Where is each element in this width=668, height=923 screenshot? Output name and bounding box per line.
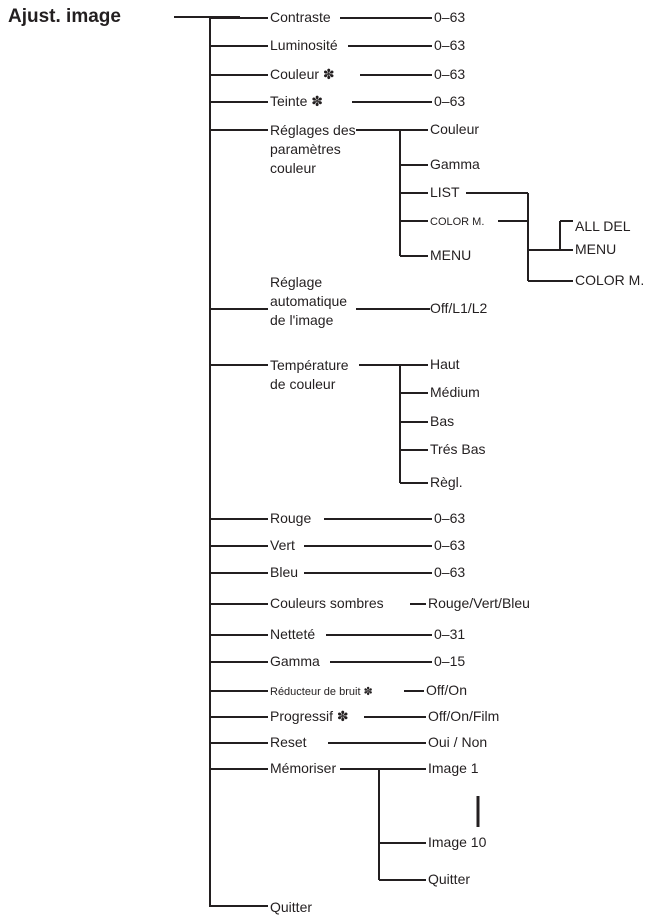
list-menu: MENU bbox=[575, 241, 617, 257]
label-luminosite: Luminosité bbox=[270, 37, 338, 53]
label-reset: Reset bbox=[270, 734, 307, 750]
label-bruit: Réducteur de bruit ✽ bbox=[270, 686, 373, 698]
label-vert: Vert bbox=[270, 537, 295, 553]
label-rouge: Rouge bbox=[270, 510, 312, 526]
value-teinte: 0–63 bbox=[434, 93, 466, 109]
value-auto: Off/L1/L2 bbox=[430, 300, 488, 316]
value-luminosite: 0–63 bbox=[434, 37, 466, 53]
menu-title: Ajust. image bbox=[8, 6, 121, 27]
value-bleu: 0–63 bbox=[434, 564, 466, 580]
value-gamma: 0–15 bbox=[434, 653, 466, 669]
label-memoriser: Mémoriser bbox=[270, 760, 337, 776]
label-gamma: Gamma bbox=[270, 653, 320, 669]
value-rouge: 0–63 bbox=[434, 510, 466, 526]
temperature-haut: Haut bbox=[430, 356, 460, 372]
label-progressif: Progressif ✽ bbox=[270, 708, 349, 724]
value-vert: 0–63 bbox=[434, 537, 466, 553]
value-couleur: 0–63 bbox=[434, 66, 466, 82]
memoriser-image-1: Image 1 bbox=[428, 760, 479, 776]
reglages-gamma: Gamma bbox=[430, 156, 480, 172]
label-couleur: Couleur ✽ bbox=[270, 66, 335, 82]
memoriser-image-10: Image 10 bbox=[428, 834, 487, 850]
value-progressif: Off/On/Film bbox=[428, 708, 500, 724]
temperature-bas: Bas bbox=[430, 413, 455, 429]
label-temperature: Température de couleur bbox=[270, 357, 349, 392]
label-nettete: Netteté bbox=[270, 626, 316, 642]
value-reset: Oui / Non bbox=[428, 734, 488, 750]
temperature-tres-bas: Trés Bas bbox=[430, 441, 486, 457]
label-contraste: Contraste bbox=[270, 9, 331, 25]
label-bleu: Bleu bbox=[270, 564, 299, 580]
label-auto: Réglage automatique de l'image bbox=[270, 274, 348, 328]
temperature-regl: Règl. bbox=[430, 474, 463, 490]
temperature-medium: Médium bbox=[430, 384, 480, 400]
list-color-m: COLOR M. bbox=[575, 272, 645, 288]
reglages-color-m: COLOR M. bbox=[430, 216, 485, 228]
reglages-couleur: Couleur bbox=[430, 121, 480, 137]
value-contraste: 0–63 bbox=[434, 9, 466, 25]
reglages-menu: MENU bbox=[430, 247, 472, 263]
value-sombres: Rouge/Vert/Bleu bbox=[428, 595, 530, 611]
memoriser-quitter: Quitter bbox=[428, 871, 471, 887]
value-nettete: 0–31 bbox=[434, 626, 466, 642]
label-sombres: Couleurs sombres bbox=[270, 595, 384, 611]
label-quitter: Quitter bbox=[270, 899, 313, 915]
label-teinte: Teinte ✽ bbox=[270, 93, 323, 109]
label-reglages: Réglages des paramètres couleur bbox=[270, 122, 356, 176]
list-all-del: ALL DEL bbox=[575, 218, 631, 234]
value-bruit: Off/On bbox=[426, 682, 467, 698]
reglages-list: LIST bbox=[430, 184, 460, 200]
